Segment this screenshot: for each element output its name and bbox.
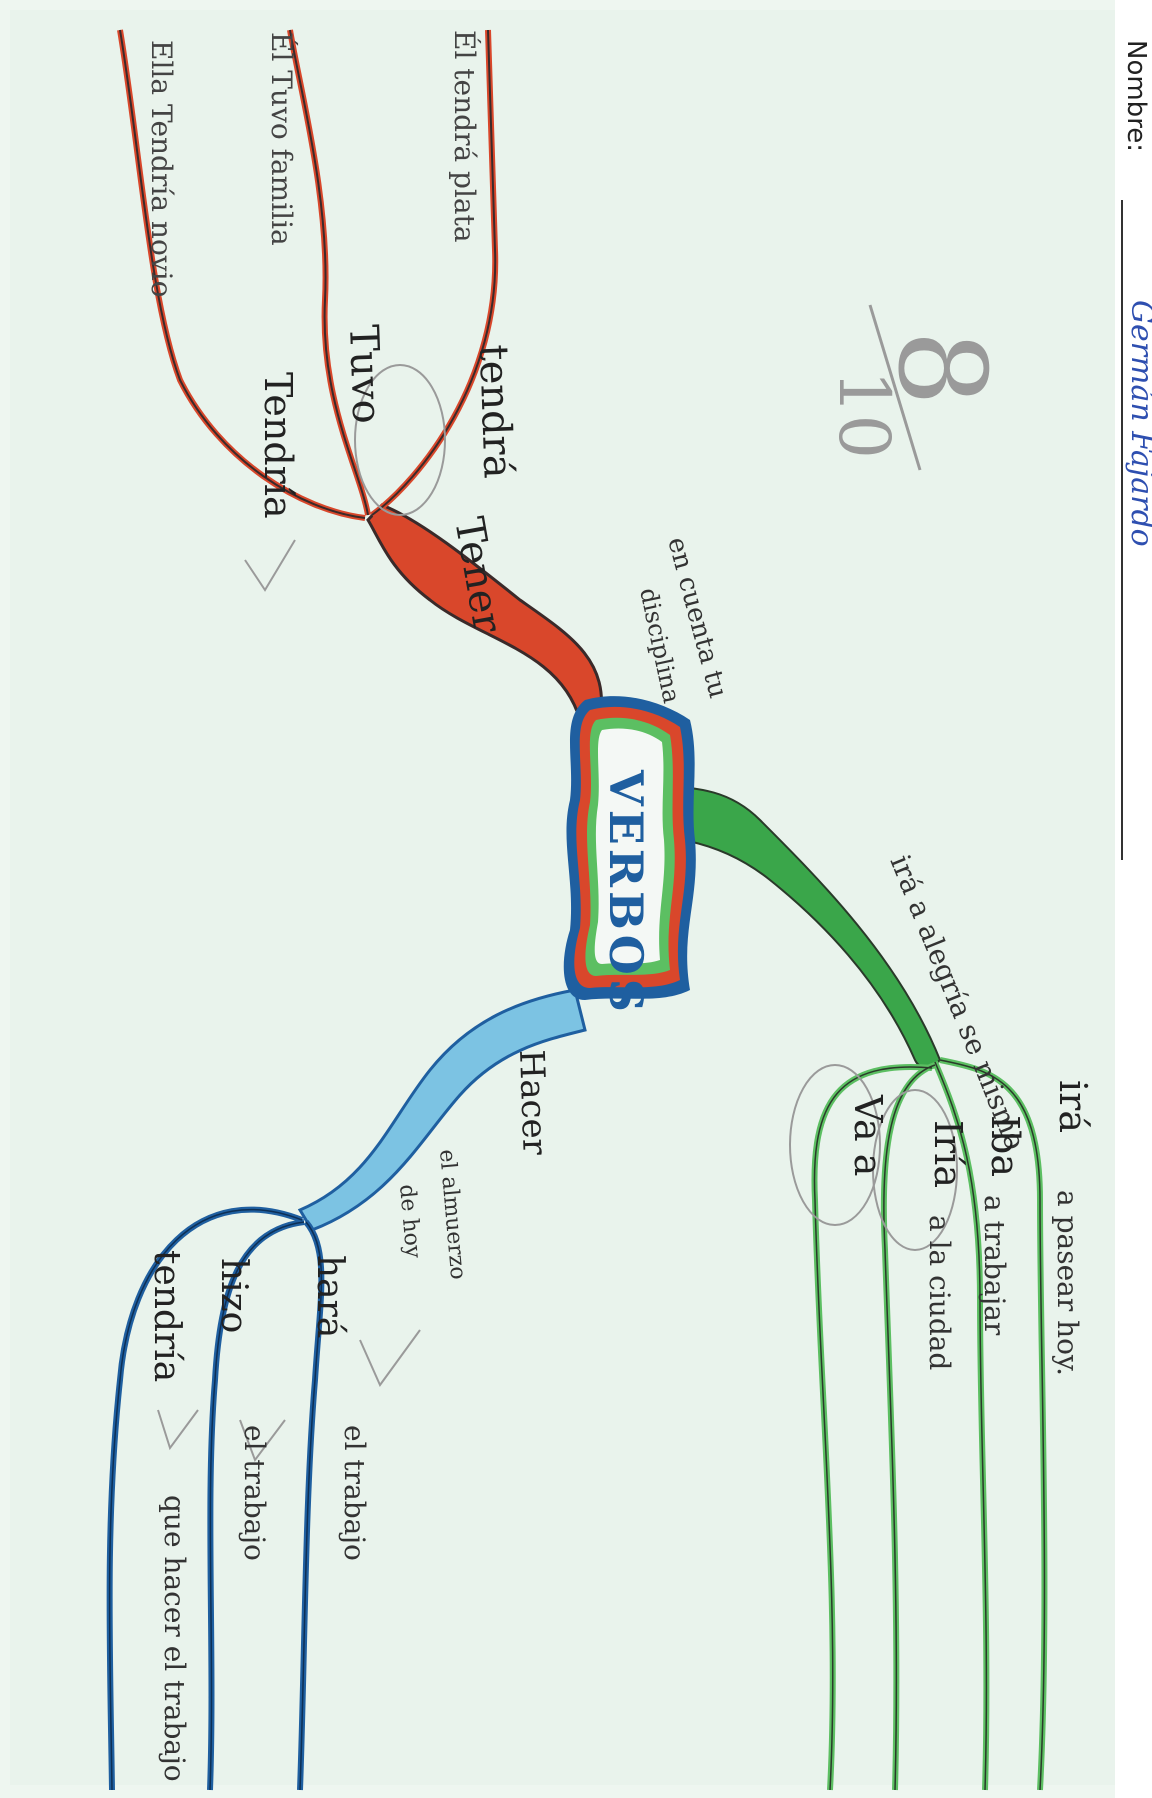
center-title: VERBOS <box>599 769 653 1016</box>
name-label: Nombre: <box>1121 40 1151 152</box>
tener-verb-tendra: tendrá <box>470 344 521 480</box>
hacer-verb-hizo: hizo <box>213 1258 254 1333</box>
hacer-label: Hacer <box>511 1049 555 1156</box>
tener-sentence-tuvo: Él Tuvo familia <box>265 32 298 246</box>
ir-verb-iba: Iba <box>983 1115 1027 1177</box>
ir-verb-va-a: Va a <box>846 1094 890 1176</box>
ir-verb-ira: irá <box>1051 1080 1095 1133</box>
hacer-sentence-hara: el trabajo <box>338 1425 371 1561</box>
tener-sentence-tendria: Ella Tendría novio <box>145 40 178 297</box>
hacer-sentence-tendria: que hacer el trabajo <box>158 1495 191 1782</box>
hacer-verb-hara: hará <box>309 1255 350 1338</box>
ir-sentence-iria: a la ciudad <box>923 1215 956 1370</box>
paper-edge-right <box>1115 0 1152 1798</box>
tener-verb-tuvo: Tuvo <box>340 324 389 425</box>
tener-sentence-tendra: Él tendrá plata <box>448 30 481 243</box>
ir-verb-iria: Iría <box>926 1120 970 1188</box>
ir-sentence-ira: a pasear hoy. <box>1051 1190 1084 1376</box>
ir-sentence-iba: a trabajar <box>978 1195 1011 1336</box>
tener-verb-tendria: Tendría <box>256 372 300 519</box>
score-bottom: 10 <box>823 370 905 459</box>
hacer-verb-tendria: tendría <box>146 1250 187 1382</box>
student-name: Germán Fajardo <box>1124 300 1152 547</box>
hacer-sentence-hizo: el trabajo <box>238 1425 271 1561</box>
